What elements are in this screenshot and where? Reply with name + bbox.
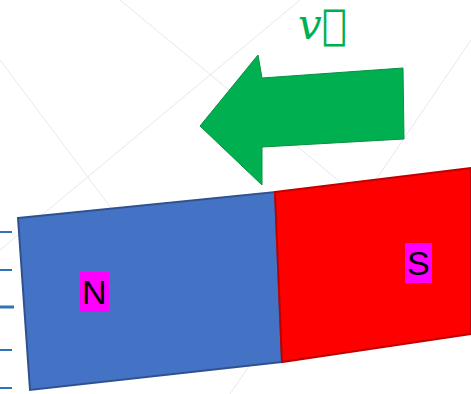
pole-letter: S: [405, 243, 432, 283]
velocity-arrow: [200, 55, 404, 185]
magnet-half: [18, 192, 282, 390]
magnet-half: [275, 168, 471, 362]
velocity-label: v⃗: [298, 2, 347, 48]
magnet-face: [272, 160, 471, 370]
south-pole: S: [272, 160, 471, 370]
north-pole: N: [14, 190, 282, 394]
magnet-face: [14, 190, 282, 394]
field-dashes: [0, 232, 14, 388]
pole-letter: N: [80, 272, 109, 312]
